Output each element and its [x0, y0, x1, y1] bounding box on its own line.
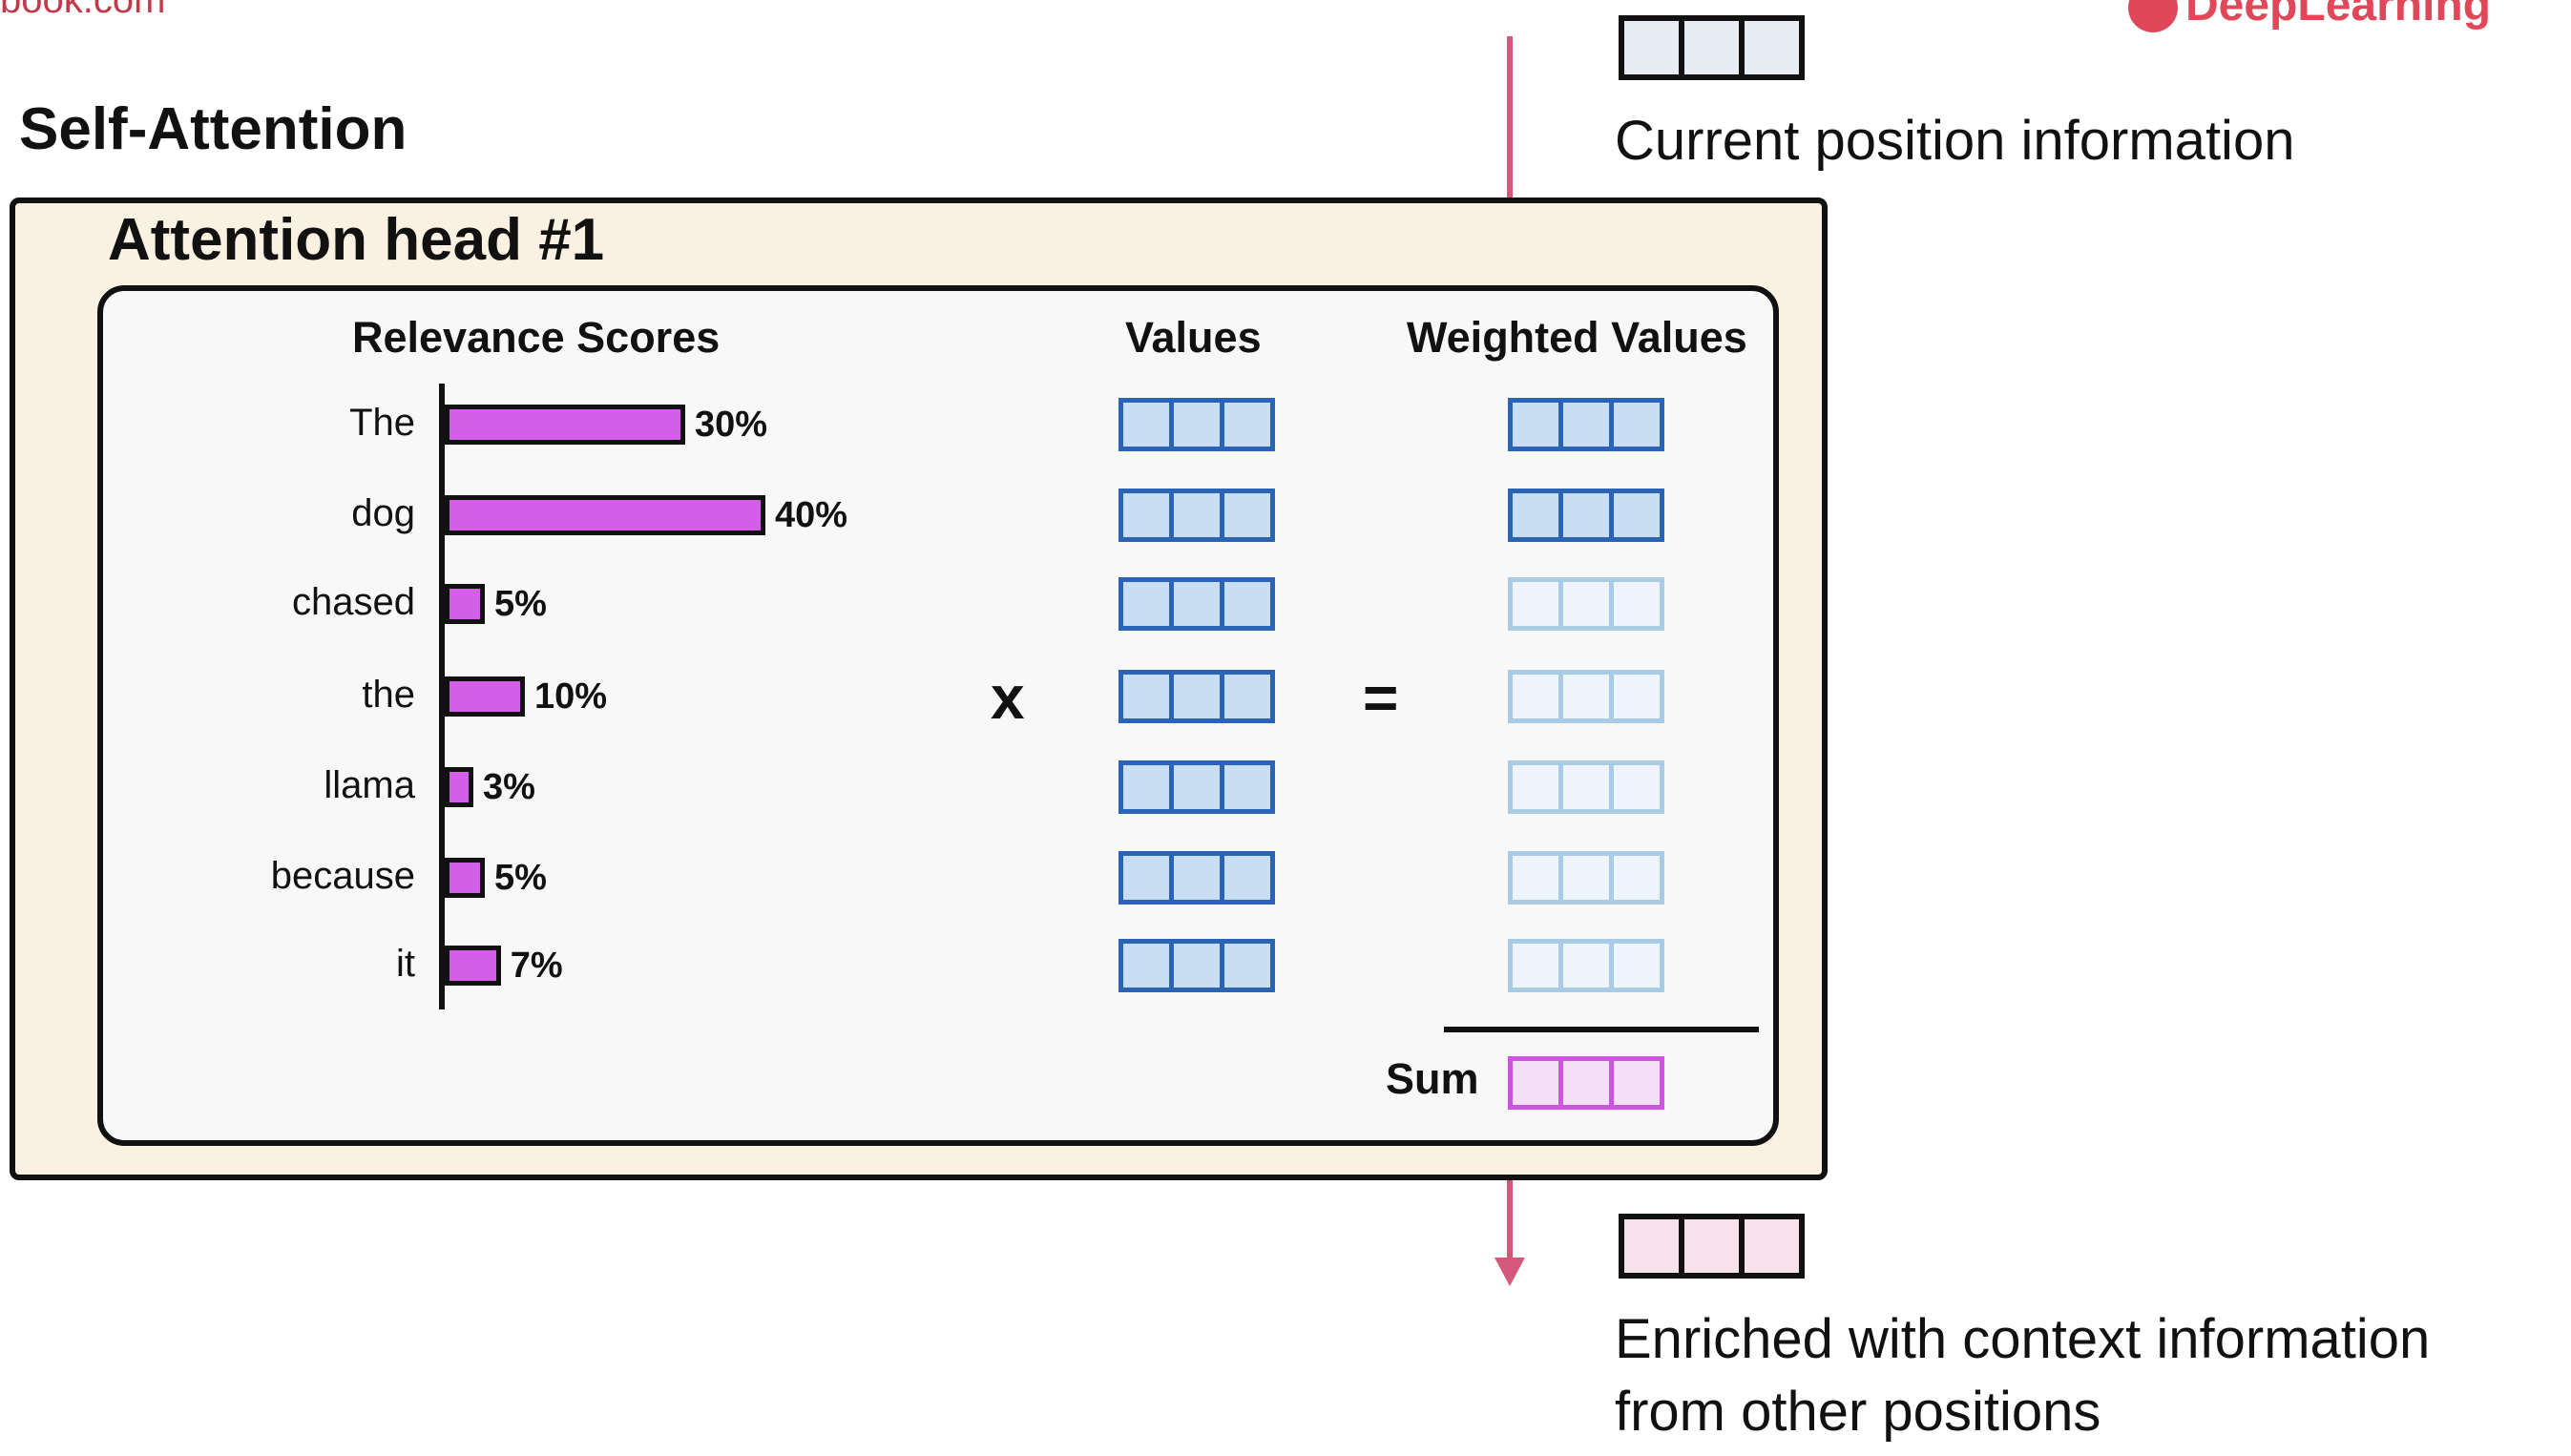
weighted-value-vector: [1508, 760, 1664, 814]
output-arrow: [1507, 1180, 1513, 1261]
value-vector: [1118, 398, 1275, 451]
value-vector: [1118, 851, 1275, 905]
input-arrow: [1507, 36, 1513, 198]
relevance-percentage: 5%: [494, 584, 547, 624]
relevance-scores-header: Relevance Scores: [352, 313, 721, 362]
section-title: Self-Attention: [19, 96, 408, 162]
relevance-percentage: 40%: [775, 495, 848, 535]
multiply-operator: x: [991, 663, 1025, 732]
value-vector: [1118, 577, 1275, 631]
sum-label: Sum: [1386, 1054, 1479, 1103]
brand-text: DeepLearning: [2185, 0, 2492, 31]
weighted-value-vector: [1508, 939, 1664, 992]
token-label: it: [396, 943, 415, 985]
attention-head-title: Attention head #1: [108, 207, 605, 273]
token-label: chased: [292, 581, 415, 623]
token-label: because: [270, 855, 415, 897]
relevance-bar: [445, 405, 685, 445]
relevance-percentage: 5%: [494, 858, 547, 898]
relevance-percentage: 7%: [510, 946, 563, 986]
values-header: Values: [1125, 313, 1262, 362]
weighted-values-header: Weighted Values: [1407, 313, 1747, 362]
token-label: llama: [324, 764, 415, 806]
weighted-value-vector: [1508, 398, 1664, 451]
input-caption: Current position information: [1615, 110, 2295, 172]
enriched-vector: [1619, 1214, 1805, 1279]
token-label: the: [362, 674, 415, 716]
value-vector: [1118, 489, 1275, 542]
relevance-percentage: 3%: [483, 767, 535, 807]
source-url-text: book.com: [0, 0, 166, 21]
relevance-bar: [445, 946, 501, 986]
sum-vector: [1508, 1056, 1664, 1110]
attention-computation-panel: [97, 285, 1779, 1146]
token-label: dog: [351, 492, 415, 534]
weighted-value-vector: [1508, 670, 1664, 723]
output-caption-line2: from other positions: [1615, 1381, 2101, 1443]
relevance-percentage: 30%: [695, 405, 768, 445]
sum-divider: [1444, 1027, 1759, 1032]
value-vector: [1118, 760, 1275, 814]
value-vector: [1118, 670, 1275, 723]
weighted-value-vector: [1508, 577, 1664, 631]
score-axis: [439, 384, 445, 1009]
relevance-percentage: 10%: [534, 676, 608, 717]
weighted-value-vector: [1508, 851, 1664, 905]
token-label: The: [349, 402, 415, 444]
equals-operator: =: [1363, 663, 1399, 732]
relevance-bar: [445, 767, 473, 807]
relevance-bar: [445, 858, 485, 898]
relevance-bar: [445, 676, 525, 717]
output-caption-line1: Enriched with context information: [1615, 1308, 2431, 1370]
logo-icon: [2128, 0, 2178, 33]
output-arrow-head: [1495, 1258, 1525, 1286]
relevance-bar: [445, 584, 485, 624]
weighted-value-vector: [1508, 489, 1664, 542]
value-vector: [1118, 939, 1275, 992]
current-position-vector: [1619, 15, 1805, 80]
relevance-bar: [445, 495, 765, 535]
brand-logo: DeepLearning: [2128, 0, 2492, 33]
